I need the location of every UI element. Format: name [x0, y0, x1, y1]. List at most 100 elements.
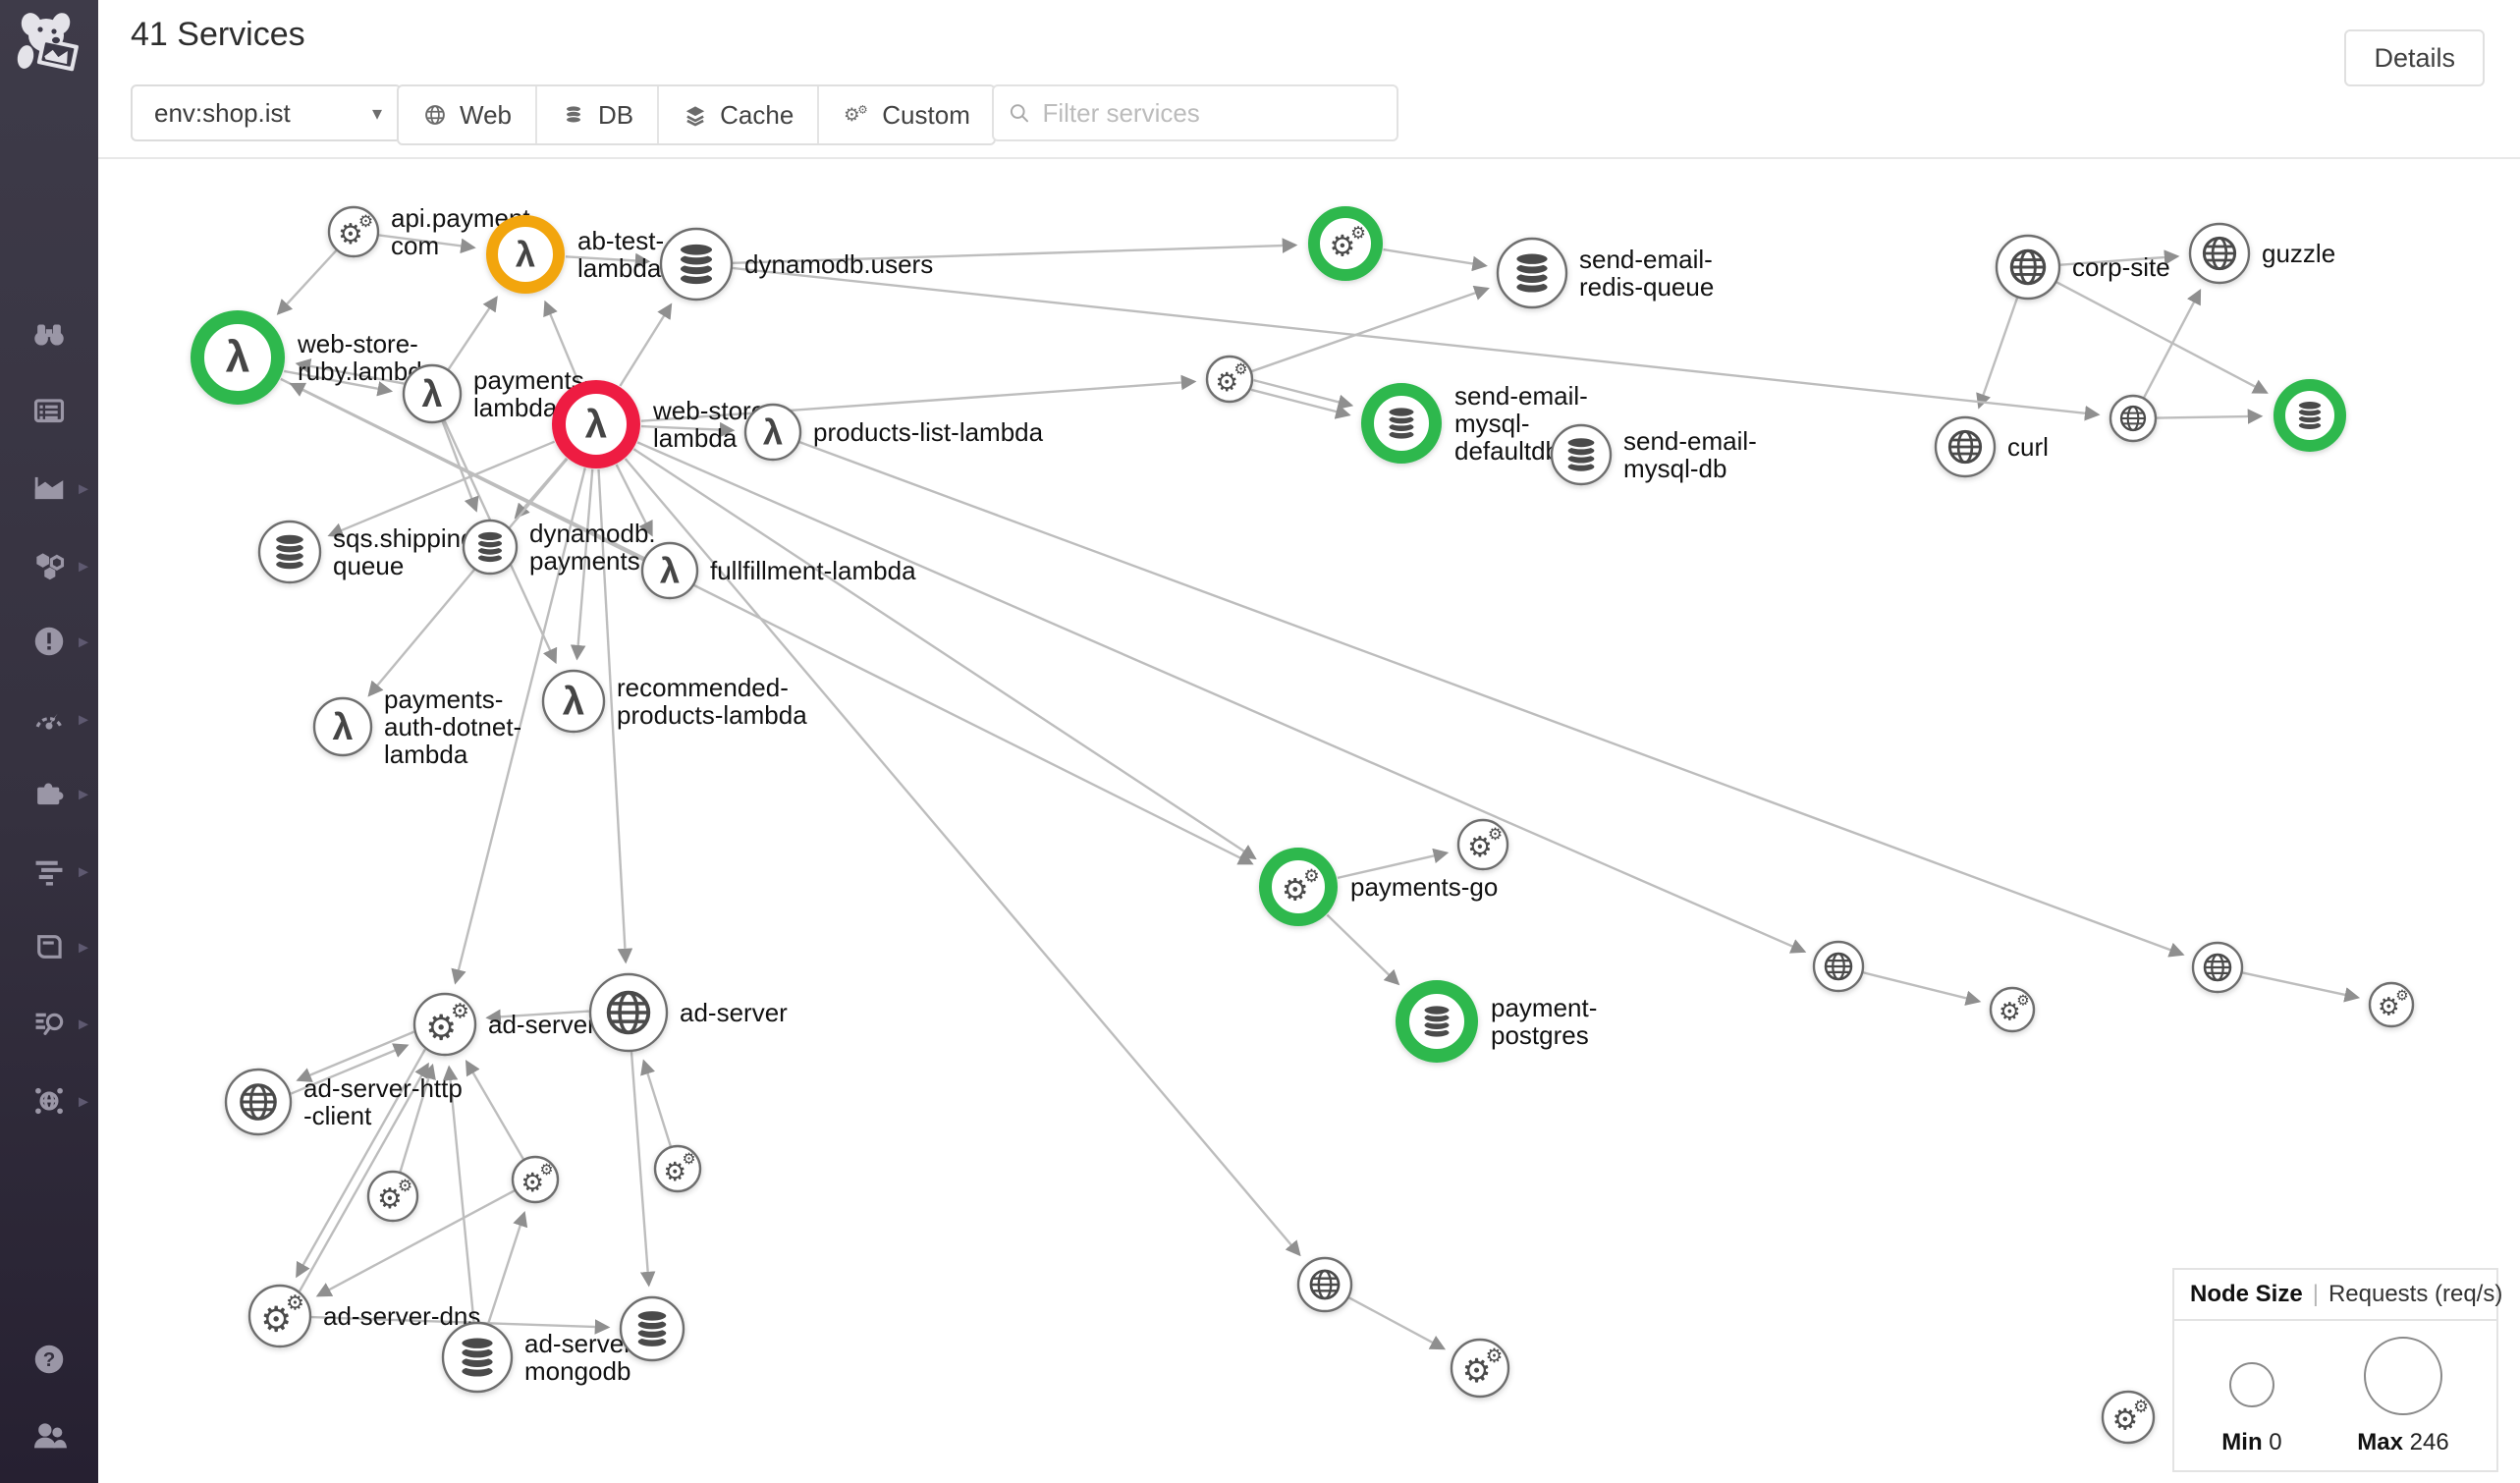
service-node-payment-postgres[interactable]: payment-postgres [1396, 980, 1597, 1063]
service-label: sqs.shipping- [333, 523, 483, 553]
sidebar-item-infrastructure[interactable]: ▸ [0, 542, 98, 589]
service-node-ad-server-mongodb[interactable]: ad-server-mongodb [441, 1321, 640, 1394]
sidebar-item-trace-pipeline[interactable]: ▸ [0, 848, 98, 895]
sidebar-item-monitors[interactable]: ▸ [0, 618, 98, 665]
service-label: mysql-db [1623, 454, 1726, 483]
svg-text:λ: λ [585, 403, 607, 447]
svg-text:λ: λ [563, 680, 584, 724]
service-node-sqs-shipping-queue[interactable]: sqs.shipping-queue [257, 520, 483, 584]
service-node-custom-service-5[interactable]: ⚙⚙ [511, 1155, 560, 1204]
legend-header: Node Size | Requests (req/s) [2174, 1270, 2502, 1321]
sidebar-item-help[interactable]: ? [0, 1336, 98, 1383]
service-node-ad-server-dns[interactable]: ⚙⚙ad-server-dns [247, 1284, 480, 1348]
service-node-guzzle[interactable]: guzzle [2188, 222, 2335, 285]
service-node-custom-service-8[interactable]: ⚙⚙ [1989, 986, 2036, 1033]
service-node-ad-server[interactable]: ad-server [588, 972, 788, 1053]
service-node-web-service-4[interactable] [2191, 941, 2244, 994]
service-node-dynamodb-users[interactable]: dynamodb.users [659, 227, 933, 302]
service-node-db-service-1[interactable] [2273, 379, 2346, 452]
service-node-custom-service-10[interactable]: ⚙⚙ [2101, 1390, 2156, 1445]
globe-icon [2119, 405, 2147, 432]
service-label: -client [303, 1101, 372, 1130]
details-button[interactable]: Details [2344, 29, 2485, 86]
chevron-right-icon: ▸ [78, 783, 88, 805]
sidebar-item-account[interactable] [0, 1411, 98, 1458]
service-node-web-service-1[interactable] [2109, 394, 2158, 443]
env-filter-dropdown[interactable]: env:shop.ist ▾ [131, 84, 402, 141]
filter-button-web[interactable]: Web [399, 86, 535, 143]
service-node-custom-service-2[interactable]: ⚙⚙ [1205, 355, 1254, 404]
sidebar-item-apm[interactable]: ▸ [0, 695, 98, 742]
service-node-custom-service-4[interactable]: ⚙⚙ [366, 1170, 419, 1223]
svg-text:⚙: ⚙ [2378, 994, 2400, 1021]
svg-text:⚙: ⚙ [2111, 1404, 2138, 1437]
service-node-payments-go[interactable]: ⚙⚙payments-go [1259, 848, 1499, 926]
sidebar-item-watchdog[interactable] [0, 310, 98, 357]
service-node-db-service-2[interactable] [619, 1295, 685, 1362]
chevron-right-icon: ▸ [78, 631, 88, 653]
filter-button-db[interactable]: DB [535, 86, 657, 143]
filter-button-cache[interactable]: Cache [657, 86, 817, 143]
layers-icon [685, 106, 705, 127]
service-label: guzzle [2262, 239, 2335, 268]
globe-icon [240, 1083, 277, 1121]
lambda-icon: λ [516, 235, 535, 275]
service-label: queue [333, 551, 404, 580]
db-icon [273, 532, 306, 572]
service-node-dynamodb-payments[interactable]: dynamodb.payments [462, 519, 656, 576]
service-node-custom-service-9[interactable]: ⚙⚙ [2368, 981, 2415, 1028]
service-node-custom-service-3[interactable]: ⚙⚙ [1456, 818, 1509, 871]
service-label: mongodb [524, 1356, 630, 1386]
sidebar-item-screenboard[interactable] [0, 388, 98, 435]
service-node-web-service-2[interactable] [1296, 1256, 1353, 1313]
legend-metric: Requests (req/s) [2328, 1281, 2503, 1307]
search-input[interactable] [1040, 96, 1383, 130]
gears-icon: ⚙⚙ [1462, 1346, 1504, 1390]
service-label: ad-server-http [303, 1073, 463, 1103]
service-node-custom-service-1[interactable]: ⚙⚙ [1308, 206, 1383, 281]
chevron-right-icon: ▸ [78, 1013, 88, 1035]
service-node-send-email-mysql-db[interactable]: send-email-mysql-db [1550, 423, 1757, 486]
svg-text:⚙: ⚙ [1350, 223, 1366, 243]
sidebar-item-service-map[interactable]: ▸ [0, 1077, 98, 1125]
datadog-bits-logo[interactable] [10, 8, 88, 90]
svg-text:⚙: ⚙ [1486, 1346, 1504, 1367]
service-node-send-email-redis-queue[interactable]: send-email-redis-queue [1496, 237, 1714, 309]
filter-button-label: Web [460, 99, 512, 130]
sidebar-item-metrics[interactable]: ▸ [0, 465, 98, 512]
svg-text:⚙: ⚙ [1233, 361, 1247, 378]
service-node-ad-server-http-client[interactable]: ad-server-http-client [224, 1068, 463, 1136]
sidebar-item-notebooks[interactable]: ▸ [0, 923, 98, 970]
svg-text:⚙: ⚙ [857, 103, 867, 116]
database-icon [565, 105, 582, 124]
db-icon [475, 529, 505, 565]
gears-icon: ⚙⚙ [520, 1162, 553, 1197]
db-icon [1387, 406, 1416, 441]
service-node-web-service-3[interactable] [1812, 940, 1865, 993]
service-type-filter-group: Web DB Cache ⚙ ⚙ Custom [397, 84, 996, 145]
service-node-curl[interactable]: curl [1934, 415, 2049, 478]
service-node-send-email-mysql-defaultdb[interactable]: send-email-mysql-defaultdb [1361, 381, 1588, 466]
service-label: dynamodb. [529, 519, 656, 548]
svg-text:?: ? [43, 1348, 56, 1371]
service-label: lambda [473, 393, 558, 422]
sidebar-item-integrations[interactable]: ▸ [0, 770, 98, 817]
service-label: corp-site [2072, 252, 2170, 282]
sidebar-item-log-search[interactable]: ▸ [0, 1000, 98, 1047]
filter-button-custom[interactable]: ⚙ ⚙ Custom [817, 86, 994, 143]
service-node-corp-site[interactable]: corp-site [1995, 234, 2170, 301]
db-icon [678, 242, 715, 287]
service-node-custom-service-6[interactable]: ⚙⚙ [653, 1144, 702, 1193]
service-search[interactable] [992, 84, 1398, 141]
gears-icon: ⚙⚙ [1282, 865, 1320, 907]
service-node-custom-service-7[interactable]: ⚙⚙ [1450, 1338, 1510, 1399]
service-label: payment- [1491, 993, 1597, 1022]
